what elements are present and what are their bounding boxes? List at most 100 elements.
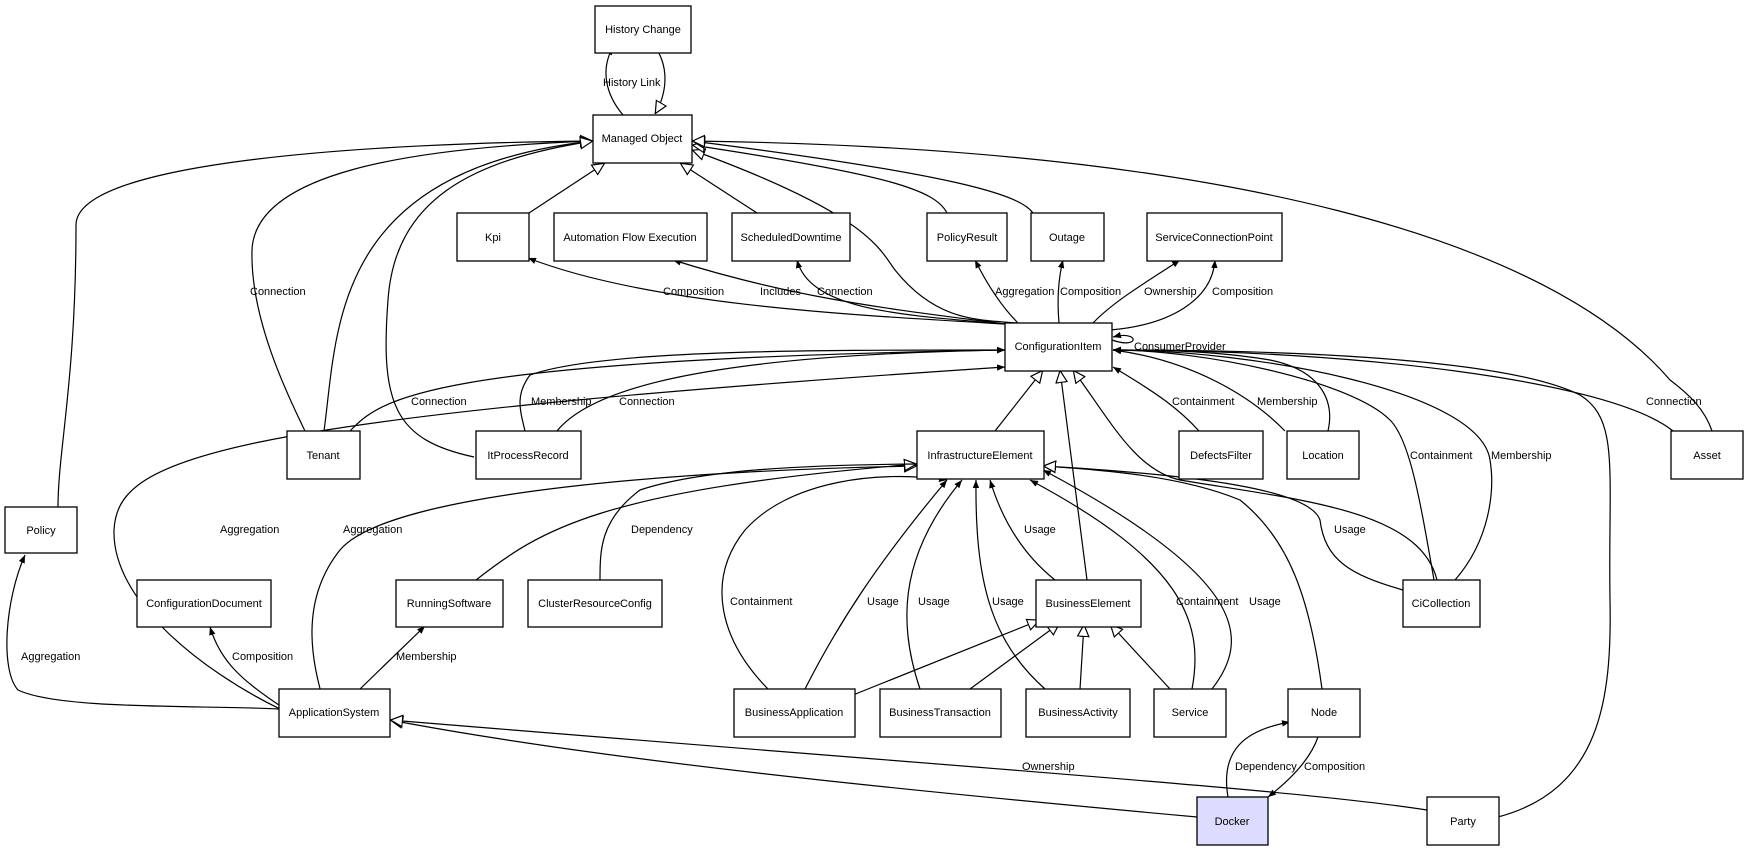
label-aggregation-app-ci: Aggregation (220, 524, 279, 536)
node-configuration-item[interactable]: ConfigurationItem (1004, 322, 1113, 372)
node-cluster-resource-config[interactable]: ClusterResourceConfig (527, 579, 663, 628)
label-aggregation-policyresult: Aggregation (995, 286, 1054, 298)
edge-itp-managed (385, 141, 593, 458)
edge-tenant-connection-managed (251, 140, 594, 432)
edge-app-aggregation-infra (311, 466, 917, 710)
label-aggregation-app-infra: Aggregation (343, 524, 402, 536)
edge-tenant-ci (349, 346, 1006, 432)
node-label: ClusterResourceConfig (538, 598, 652, 610)
node-running-software[interactable]: RunningSoftware (395, 579, 504, 628)
node-business-element[interactable]: BusinessElement (1035, 579, 1142, 628)
edge-itp-membership-ci (519, 346, 1006, 432)
label-usage-cic: Usage (1334, 524, 1366, 536)
node-scheduled-downtime[interactable]: ScheduledDowntime (731, 212, 851, 262)
edge-consumer-provider (1111, 331, 1134, 344)
edge-bizact-usage-infra (972, 479, 1046, 690)
label-dependency-docker: Dependency (1235, 761, 1297, 773)
node-label: Docker (1215, 816, 1250, 828)
node-label: Outage (1049, 232, 1085, 244)
node-ci-collection[interactable]: CiCollection (1402, 579, 1481, 628)
node-label: ItProcessRecord (487, 450, 568, 462)
label-usage-bizapp: Usage (867, 596, 899, 608)
edge-ownership-scp (1092, 259, 1181, 324)
edge-cic-membership-ci (1112, 346, 1493, 581)
node-label: History Change (605, 24, 681, 36)
node-party[interactable]: Party (1426, 796, 1500, 846)
node-docker[interactable]: Docker (1196, 796, 1269, 846)
label-usage-biz: Usage (1024, 524, 1056, 536)
edge-tenant-managed (323, 141, 593, 432)
label-usage-service: Usage (1249, 596, 1281, 608)
node-business-activity[interactable]: BusinessActivity (1025, 688, 1131, 738)
label-connection-tenant-managed: Connection (250, 286, 306, 298)
node-infrastructure-element[interactable]: InfrastructureElement (916, 430, 1045, 480)
node-outage[interactable]: Outage (1030, 212, 1105, 262)
label-dependency-cluster: Dependency (631, 524, 693, 536)
node-label: PolicyResult (937, 232, 998, 244)
edge-running-infra (475, 464, 917, 581)
edge-composition-kpi (527, 257, 1006, 325)
label-consumer-provider: ConsumerProvider (1134, 341, 1226, 353)
node-label: ScheduledDowntime (741, 232, 842, 244)
edge-bizapp-containment-infra (721, 475, 948, 690)
edge-node-infra (1043, 466, 1323, 690)
node-label: Kpi (485, 232, 501, 244)
edge-asset-connection-ci (1112, 346, 1674, 432)
node-node[interactable]: Node (1287, 688, 1361, 738)
node-label: Location (1302, 450, 1344, 462)
edge-itp-connection-ci (556, 346, 1006, 432)
label-containment-service: Containment (1176, 596, 1238, 608)
node-configuration-document[interactable]: ConfigurationDocument (136, 579, 272, 628)
node-location[interactable]: Location (1286, 430, 1360, 480)
label-containment-cic: Containment (1410, 450, 1472, 462)
edge-party-ci (1112, 346, 1611, 818)
node-policy-result[interactable]: PolicyResult (926, 212, 1008, 262)
node-automation-flow-execution[interactable]: Automation Flow Execution (553, 212, 708, 262)
node-label: Automation Flow Execution (563, 232, 696, 244)
node-history-change[interactable]: History Change (594, 5, 692, 54)
node-label: ServiceConnectionPoint (1155, 232, 1272, 244)
node-asset[interactable]: Asset (1670, 430, 1744, 480)
edge-bizact-biz (1080, 624, 1084, 690)
node-label: Node (1311, 707, 1337, 719)
label-aggregation-policy: Aggregation (21, 651, 80, 663)
edges (6, 46, 1713, 818)
label-connection-asset: Connection (1646, 396, 1702, 408)
node-application-system[interactable]: ApplicationSystem (278, 688, 391, 738)
node-service[interactable]: Service (1153, 688, 1227, 738)
edge-connection-sched (795, 259, 1006, 325)
edge-outage-managed (692, 141, 1034, 214)
node-tenant[interactable]: Tenant (286, 430, 361, 480)
edge-cic-ci (1073, 370, 1438, 581)
edge-biz-usage-infra (989, 479, 1056, 581)
edge-managed-history (654, 47, 665, 114)
edge-aggregation-policyresult (974, 259, 1019, 324)
node-managed-object[interactable]: Managed Object (592, 114, 693, 164)
edge-infra-ci (994, 370, 1043, 432)
edge-policyresult-managed (692, 145, 948, 214)
label-includes: Includes (760, 286, 801, 298)
node-business-transaction[interactable]: BusinessTransaction (879, 688, 1002, 738)
node-business-application[interactable]: BusinessApplication (733, 688, 856, 738)
node-label: CiCollection (1412, 598, 1471, 610)
label-ownership-party: Ownership (1022, 761, 1075, 773)
node-defects-filter[interactable]: DefectsFilter (1178, 430, 1264, 480)
label-containment-bizapp: Containment (730, 596, 792, 608)
label-membership-running: Membership (396, 651, 457, 663)
label-composition-kpi: Composition (663, 286, 724, 298)
node-it-process-record[interactable]: ItProcessRecord (475, 430, 582, 480)
edge-bizapp-usage-infra (804, 479, 948, 690)
node-policy[interactable]: Policy (4, 506, 78, 554)
node-label: Policy (26, 525, 56, 537)
node-label: Managed Object (602, 133, 683, 145)
node-label: ConfigurationDocument (146, 598, 262, 610)
edge-biz-ci (1060, 370, 1088, 581)
node-label: Party (1450, 816, 1476, 828)
edge-cic-containment-ci (1112, 346, 1435, 581)
node-kpi[interactable]: Kpi (456, 212, 530, 262)
node-label: RunningSoftware (407, 598, 491, 610)
node-label: InfrastructureElement (927, 450, 1032, 462)
node-service-connection-point[interactable]: ServiceConnectionPoint (1146, 212, 1283, 262)
edge-sched-managed (680, 162, 758, 214)
